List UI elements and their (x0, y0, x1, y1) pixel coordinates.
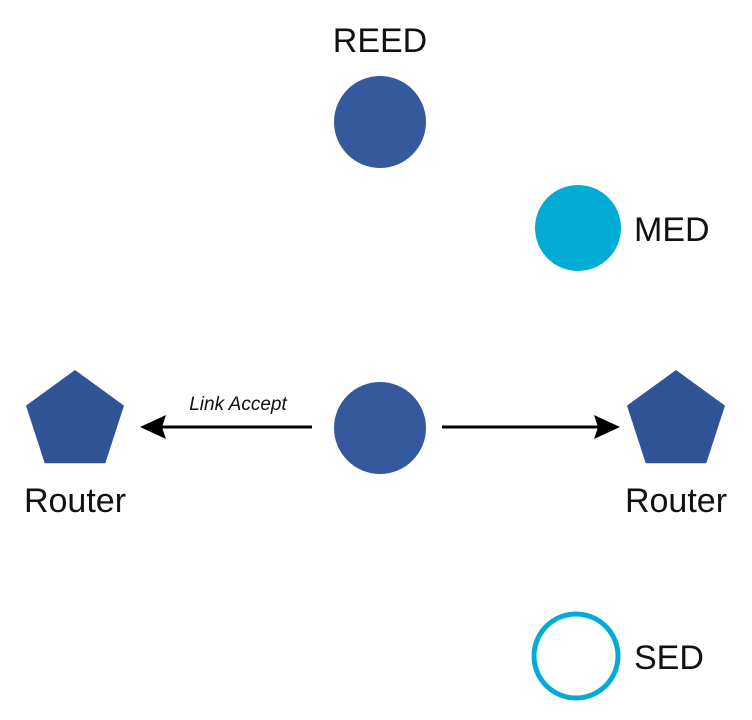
arrow-head-left (140, 415, 166, 439)
router-left-label: Router (24, 482, 126, 520)
med-label: MED (634, 211, 710, 249)
reed-circle-icon[interactable] (334, 76, 426, 168)
edge-leader-to-router-right (442, 415, 620, 439)
node-reed[interactable]: REED (333, 22, 427, 168)
router-right-label: Router (625, 482, 727, 520)
node-leader[interactable] (334, 382, 426, 474)
router-pentagon-icon[interactable] (26, 370, 124, 464)
leader-circle-icon[interactable] (334, 382, 426, 474)
router-pentagon-icon[interactable] (627, 370, 725, 464)
med-circle-icon[interactable] (535, 185, 621, 271)
arrow-head-right (594, 415, 620, 439)
reed-label: REED (333, 22, 427, 60)
node-sed[interactable]: SED (531, 611, 704, 701)
node-router-right[interactable]: Router (625, 370, 727, 520)
node-med[interactable]: MED (535, 185, 710, 271)
edge-leader-to-router-left: Link Accept (140, 394, 312, 439)
sed-label: SED (634, 639, 704, 677)
node-router-left[interactable]: Router (24, 370, 126, 520)
sed-circle-outline-icon[interactable] (531, 611, 621, 701)
edge-label-link-accept: Link Accept (189, 394, 287, 415)
